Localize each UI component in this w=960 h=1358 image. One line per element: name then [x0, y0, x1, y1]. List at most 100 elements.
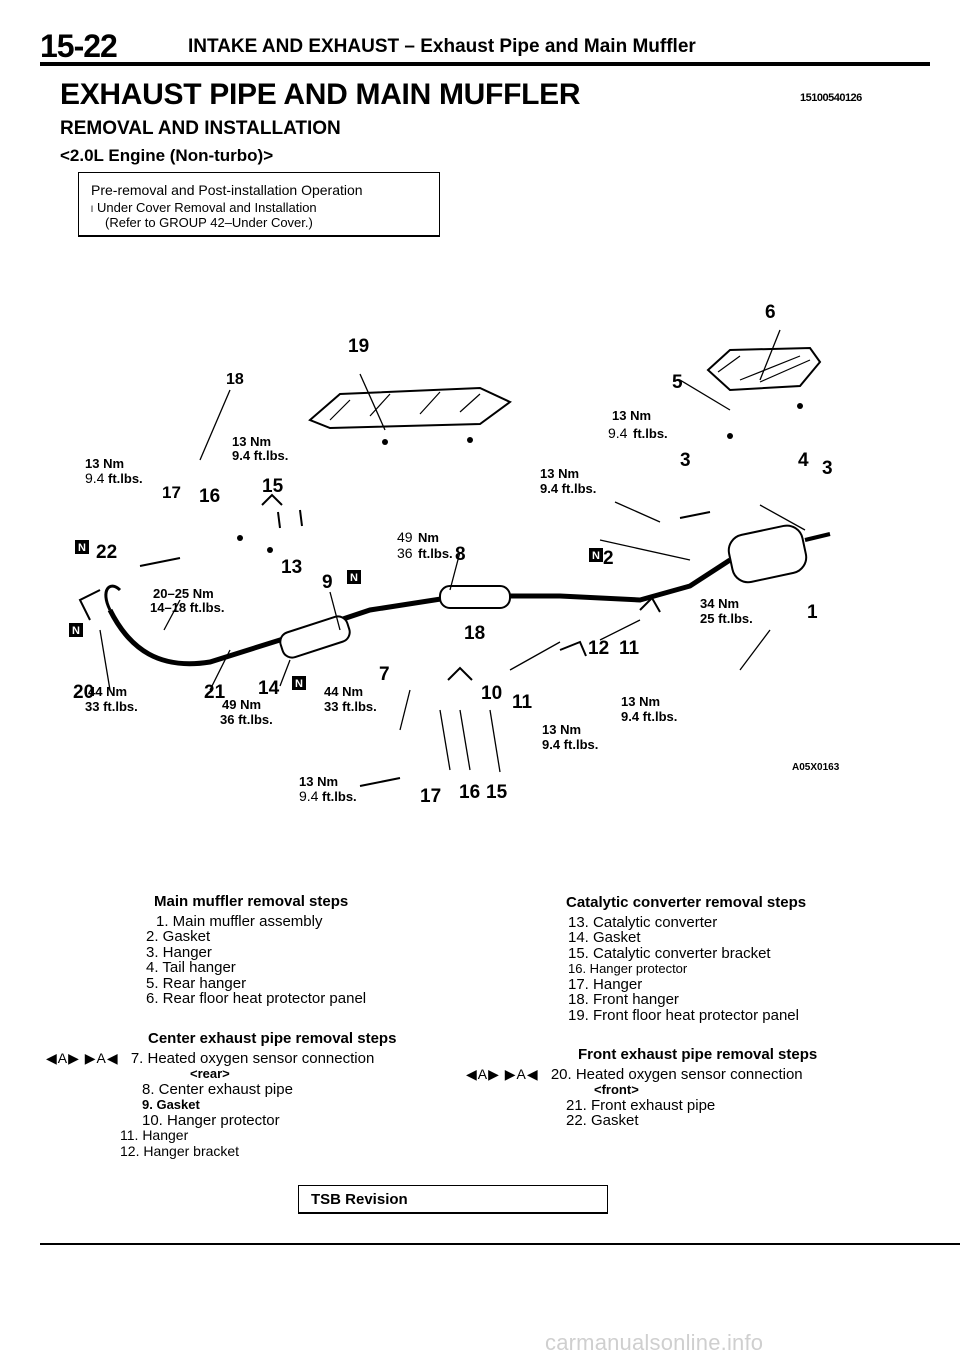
- running-title: INTAKE AND EXHAUST – Exhaust Pipe and Ma…: [188, 36, 696, 57]
- pre-removal-box: Pre-removal and Post-installation Operat…: [78, 172, 440, 237]
- footer-rule: [40, 1243, 960, 1245]
- svg-text:16: 16: [459, 782, 480, 803]
- step-item: 11. Hanger: [120, 1127, 189, 1143]
- svg-text:N: N: [592, 550, 600, 562]
- step-item: 22. Gasket: [566, 1112, 639, 1129]
- svg-text:13 Nm: 13 Nm: [540, 466, 579, 481]
- header-rule: [40, 62, 930, 66]
- svg-text:9.4: 9.4: [608, 425, 628, 441]
- svg-text:N: N: [350, 572, 358, 584]
- svg-text:4: 4: [798, 450, 809, 471]
- svg-text:10: 10: [481, 683, 502, 704]
- svg-text:N: N: [295, 678, 303, 690]
- document-id: 15100540126: [800, 92, 862, 104]
- bullet-mark: l: [91, 204, 93, 214]
- svg-text:13: 13: [281, 557, 302, 578]
- svg-text:13 Nm: 13 Nm: [621, 694, 660, 709]
- svg-text:36: 36: [397, 545, 413, 561]
- svg-text:44 Nm: 44 Nm: [324, 684, 363, 699]
- step-item-text: 20. Heated oxygen sensor connection: [550, 1065, 803, 1083]
- svg-text:44 Nm: 44 Nm: [88, 684, 127, 699]
- svg-text:14–18 ft.lbs.: 14–18 ft.lbs.: [150, 600, 224, 615]
- svg-text:49 Nm: 49 Nm: [222, 697, 261, 712]
- svg-text:9.4 ft.lbs.: 9.4 ft.lbs.: [540, 481, 596, 496]
- svg-text:17: 17: [420, 786, 441, 807]
- svg-text:5: 5: [672, 372, 683, 393]
- step-item: 15. Catalytic converter bracket: [568, 944, 771, 962]
- catalytic-steps: Catalytic converter removal steps 13. Ca…: [566, 895, 806, 1023]
- svg-text:1: 1: [807, 602, 818, 623]
- svg-text:11: 11: [512, 692, 533, 713]
- svg-text:20–25 Nm: 20–25 Nm: [153, 586, 214, 601]
- svg-text:9.4: 9.4: [85, 470, 105, 486]
- exhaust-diagram: N N N N N 19 18 6 5 3 4 3 1 2 12 11 8 9 …: [69, 302, 840, 807]
- svg-text:N: N: [78, 542, 86, 554]
- step-item: 16. Hanger protector: [568, 961, 688, 976]
- main-muffler-steps: Main muffler removal steps 1. Main muffl…: [116, 894, 366, 1007]
- front-pipe-heading: Front exhaust pipe removal steps: [578, 1046, 818, 1063]
- svg-text:3: 3: [680, 450, 691, 471]
- step-item: 13. Catalytic converter: [568, 913, 718, 931]
- svg-text:19: 19: [348, 336, 369, 357]
- tsb-revision-label: TSB Revision: [311, 1191, 408, 1208]
- step-item: 14. Gasket: [568, 929, 641, 946]
- svg-text:33 ft.lbs.: 33 ft.lbs.: [324, 699, 377, 714]
- step-item: ◀A▶ ▶A◀ 7. Heated oxygen sensor connecti…: [46, 1049, 396, 1067]
- svg-text:9.4 ft.lbs.: 9.4 ft.lbs.: [621, 709, 677, 724]
- svg-text:11: 11: [619, 638, 640, 659]
- step-item: 18. Front hanger: [568, 991, 679, 1008]
- svg-text:ft.lbs.: ft.lbs.: [108, 471, 143, 486]
- step-item: 1. Main muffler assembly: [156, 912, 323, 930]
- step-item: 9. Gasket: [142, 1097, 200, 1112]
- main-muffler-heading: Main muffler removal steps: [154, 893, 349, 910]
- step-item: 5. Rear hanger: [146, 974, 247, 992]
- svg-text:49: 49: [397, 529, 413, 545]
- svg-text:36 ft.lbs.: 36 ft.lbs.: [220, 712, 273, 727]
- step-item: 17. Hanger: [568, 975, 643, 993]
- step-item: 8. Center exhaust pipe: [142, 1080, 293, 1098]
- center-pipe-steps: Center exhaust pipe removal steps ◀A▶ ▶A…: [46, 1031, 396, 1159]
- center-pipe-heading: Center exhaust pipe removal steps: [148, 1030, 397, 1047]
- step-item: <front>: [594, 1082, 639, 1097]
- step-item: 19. Front floor heat protector panel: [568, 1006, 799, 1024]
- svg-text:9.4: 9.4: [299, 788, 319, 804]
- svg-text:A05X0163: A05X0163: [792, 762, 840, 773]
- svg-text:18: 18: [464, 623, 485, 644]
- svg-text:15: 15: [486, 782, 508, 803]
- svg-text:16: 16: [199, 486, 220, 507]
- svg-text:8: 8: [455, 544, 466, 565]
- svg-text:12: 12: [588, 638, 609, 659]
- step-item: <rear>: [190, 1066, 230, 1081]
- step-item: 4. Tail hanger: [146, 959, 236, 976]
- page-number: 15-22: [40, 28, 118, 64]
- svg-text:13 Nm: 13 Nm: [542, 722, 581, 737]
- svg-text:3: 3: [822, 458, 833, 479]
- step-item: 12. Hanger bracket: [120, 1142, 240, 1159]
- step-item: ◀A▶ ▶A◀ 20. Heated oxygen sensor connect…: [466, 1065, 817, 1083]
- step-item-text: 7. Heated oxygen sensor connection: [130, 1049, 375, 1067]
- svg-text:14: 14: [258, 678, 280, 699]
- svg-text:22: 22: [96, 542, 117, 563]
- svg-text:9: 9: [322, 572, 333, 593]
- svg-text:9.4 ft.lbs.: 9.4 ft.lbs.: [542, 737, 598, 752]
- svg-text:13 Nm: 13 Nm: [85, 456, 124, 471]
- front-pipe-steps: Front exhaust pipe removal steps ◀A▶ ▶A◀…: [466, 1047, 817, 1129]
- engine-note: <2.0L Engine (Non-turbo)>: [60, 146, 274, 165]
- section-subtitle: REMOVAL AND INSTALLATION: [60, 118, 341, 139]
- step-item: 3. Hanger: [146, 943, 212, 961]
- svg-text:ft.lbs.: ft.lbs.: [633, 426, 668, 441]
- svg-text:13 Nm: 13 Nm: [232, 434, 271, 449]
- svg-text:17: 17: [162, 483, 181, 502]
- svg-text:21: 21: [204, 682, 226, 703]
- svg-text:7: 7: [379, 664, 390, 685]
- svg-text:20: 20: [73, 682, 94, 703]
- svg-text:6: 6: [765, 302, 776, 323]
- step-item: 2. Gasket: [146, 928, 211, 945]
- svg-text:25 ft.lbs.: 25 ft.lbs.: [700, 611, 753, 626]
- step-item: 10. Hanger protector: [142, 1111, 280, 1129]
- tsb-revision-box: TSB Revision: [298, 1185, 608, 1214]
- svg-text:34 Nm: 34 Nm: [700, 596, 739, 611]
- step-item: 21. Front exhaust pipe: [566, 1096, 716, 1114]
- svg-text:33 ft.lbs.: 33 ft.lbs.: [85, 699, 138, 714]
